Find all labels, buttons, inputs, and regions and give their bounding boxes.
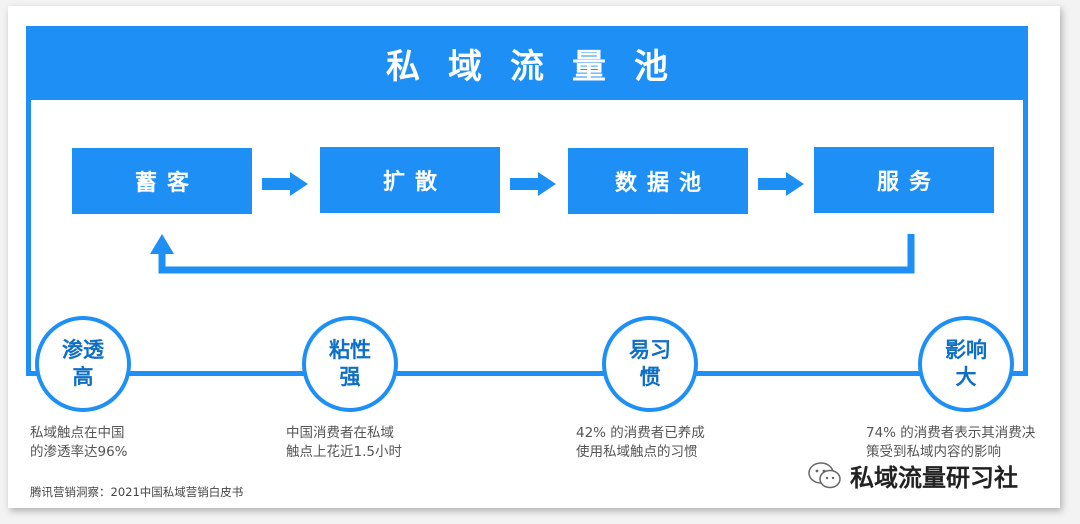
pool-title: 私域流量池 — [26, 26, 1028, 100]
metric-bubble-penetration: 渗透高 — [35, 316, 131, 412]
metric-stat-habit: 42% 的消费者已养成使用私域触点的习惯 — [576, 425, 705, 460]
metrics-timeline — [26, 372, 1028, 376]
brand-name: 私域流量研习社 — [850, 464, 1018, 492]
step-store-customers: 蓄客 — [72, 148, 252, 214]
arrow-right-icon — [510, 172, 556, 196]
arrow-right-icon — [262, 172, 308, 196]
wechat-icon — [808, 461, 841, 488]
brand-watermark: 私域流量研习社 — [808, 458, 1018, 493]
metric-bubble-influence: 影响大 — [918, 316, 1014, 412]
step-service: 服务 — [814, 147, 994, 213]
step-spread: 扩散 — [320, 147, 500, 213]
source-note: 腾讯营销洞察：2021中国私域营销白皮书 — [30, 485, 244, 499]
arrow-right-icon — [758, 172, 804, 196]
metric-stat-stickiness: 中国消费者在私域触点上花近1.5小时 — [286, 425, 402, 460]
metric-bubble-habit: 易习惯 — [602, 316, 698, 412]
metric-bubble-stickiness: 粘性强 — [302, 316, 398, 412]
metric-stat-influence: 74% 的消费者表示其消费决策受到私域内容的影响 — [866, 425, 1036, 460]
step-data-pool: 数据池 — [568, 148, 748, 214]
metric-stat-penetration: 私域触点在中国的渗透率达96% — [30, 425, 128, 460]
